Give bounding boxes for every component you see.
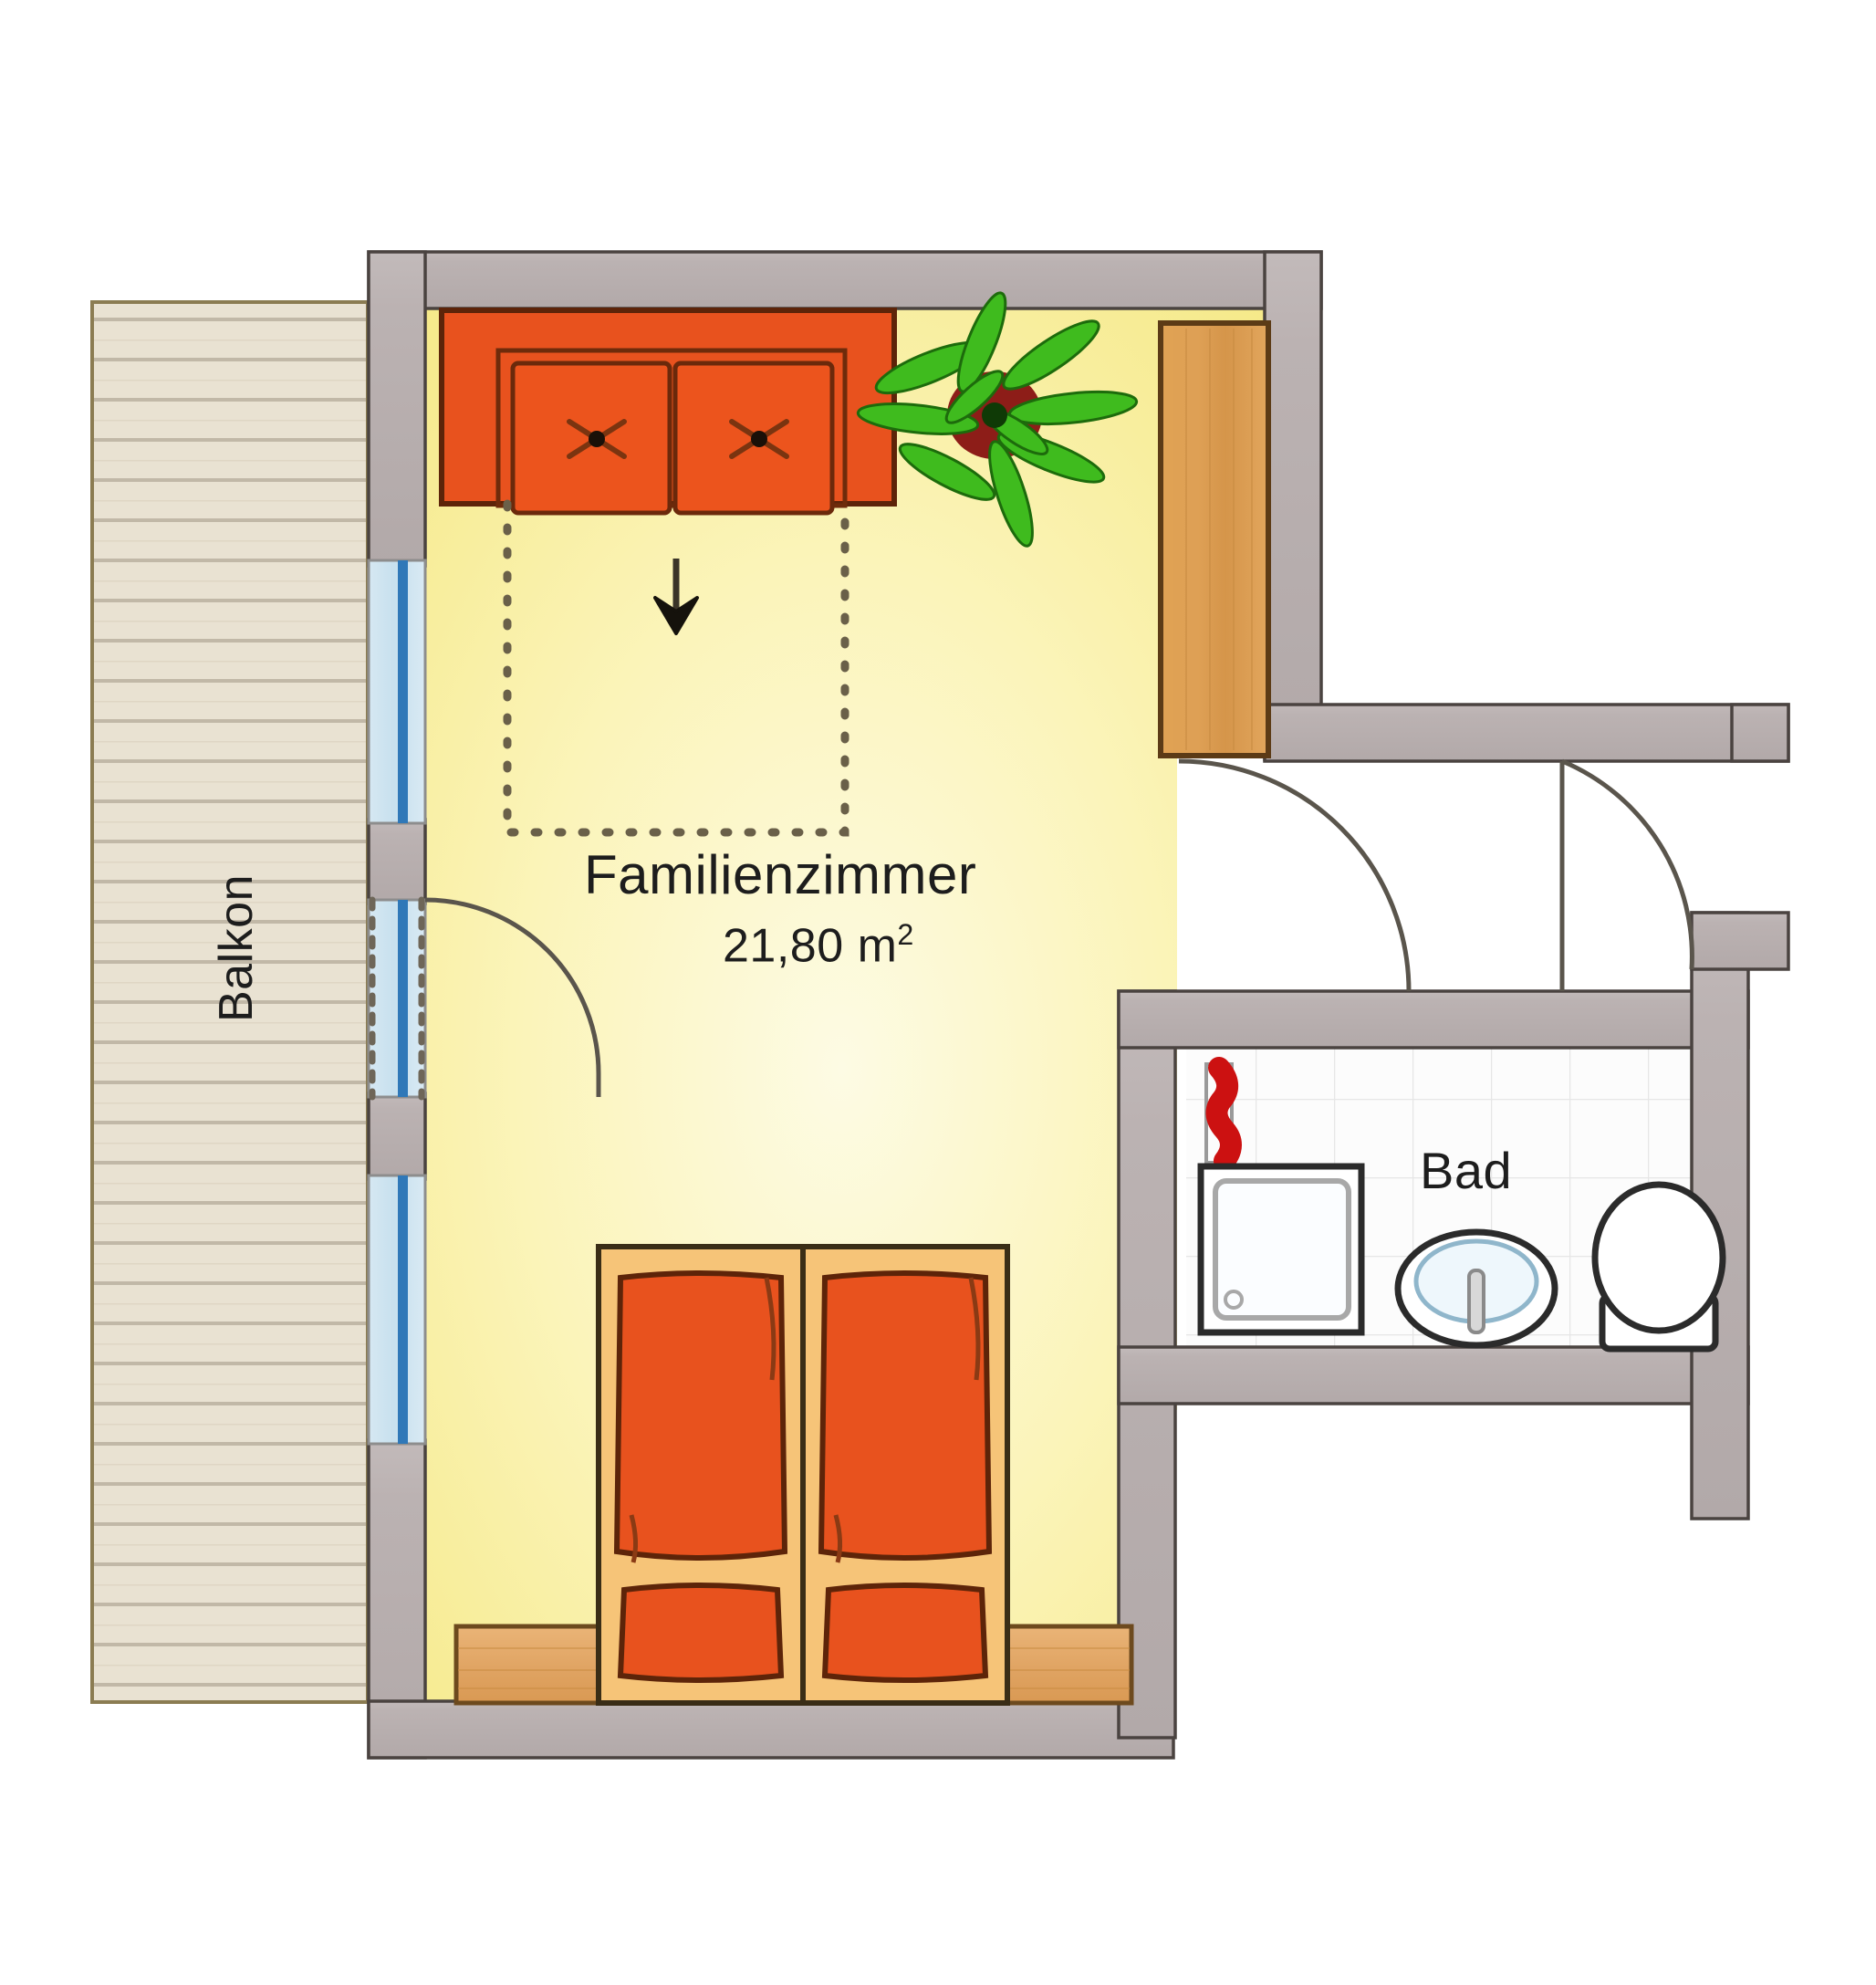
wall-bath-top	[1117, 989, 1750, 1050]
toilet[interactable]	[1591, 1181, 1726, 1353]
room-label-familienzimmer: Familienzimmer	[584, 844, 977, 905]
wardrobe-grain	[1185, 329, 1253, 750]
room-area-unit: m	[857, 919, 898, 973]
entry-door-arc	[1178, 758, 1412, 992]
bed-left-duvet-fold	[764, 1277, 776, 1381]
walls	[367, 250, 1790, 1760]
glazing	[367, 559, 427, 1446]
room-area-exponent: 2	[897, 918, 914, 951]
bed-right[interactable]	[800, 1244, 1010, 1706]
bed-left-pillow	[617, 1583, 785, 1683]
wall-entry-jamb	[1690, 911, 1790, 971]
direction-arrow-icon	[653, 559, 699, 635]
pull-out-bed-area	[503, 499, 849, 837]
wardrobe-body[interactable]	[1158, 320, 1271, 758]
wall-left-pier-top	[367, 250, 427, 568]
toilet-bowl[interactable]	[1591, 1181, 1726, 1334]
shower[interactable]	[1197, 1163, 1365, 1336]
balcony-deck	[90, 300, 370, 1704]
room-label-balkon: Balkon	[210, 874, 263, 1022]
cushion-tuft-dot-left	[589, 431, 605, 447]
pull-out-bed-outline	[503, 499, 849, 837]
wardrobe[interactable]	[1158, 320, 1271, 758]
wall-corridor-top-return	[1730, 703, 1790, 763]
plant-icon	[856, 291, 1139, 548]
bed-right-pillow	[821, 1583, 989, 1683]
window-upper[interactable]	[367, 559, 427, 825]
washbasin-tap	[1467, 1269, 1485, 1334]
shower-tray-inner	[1213, 1178, 1351, 1321]
entry-corridor-floor	[1177, 753, 1788, 1036]
wall-top	[367, 250, 1323, 310]
window-lower[interactable]	[367, 1174, 427, 1446]
bed-right-duvet-fold	[968, 1277, 981, 1381]
room-label-bad: Bad	[1420, 1142, 1513, 1199]
wall-left-pier-mid-lower	[367, 1092, 427, 1181]
bath-door-arc	[1561, 758, 1694, 970]
room-area-value: 21,80	[723, 919, 844, 973]
towel-icon	[1204, 1057, 1242, 1172]
door-arcs	[424, 758, 1694, 1097]
wall-left-pier-mid-upper	[367, 818, 427, 905]
bed-right-duvet-fold-2	[833, 1514, 843, 1563]
bed-left-duvet	[613, 1270, 788, 1561]
bed-left-duvet-fold-2	[629, 1514, 639, 1563]
bed-left[interactable]	[596, 1244, 806, 1706]
wall-corridor-top	[1263, 703, 1790, 763]
bed-right-duvet	[818, 1270, 993, 1561]
shower-drain	[1224, 1290, 1244, 1310]
balcony-door-opening-dashes	[369, 896, 425, 1101]
wall-room-right-upper	[1263, 250, 1323, 761]
towel-cloth	[1205, 1057, 1242, 1172]
wall-bottom	[367, 1699, 1175, 1760]
room-area-familienzimmer: 21,80 m2	[723, 918, 914, 973]
sofa-bed[interactable]	[439, 308, 897, 516]
balcony-door-glass[interactable]	[367, 898, 427, 1099]
washbasin[interactable]	[1394, 1228, 1558, 1349]
cushion-tuft-dot-right	[751, 431, 767, 447]
balcony	[90, 300, 370, 1704]
wall-bath-bottom	[1117, 1345, 1750, 1405]
balcony-door-arc	[424, 897, 601, 1074]
